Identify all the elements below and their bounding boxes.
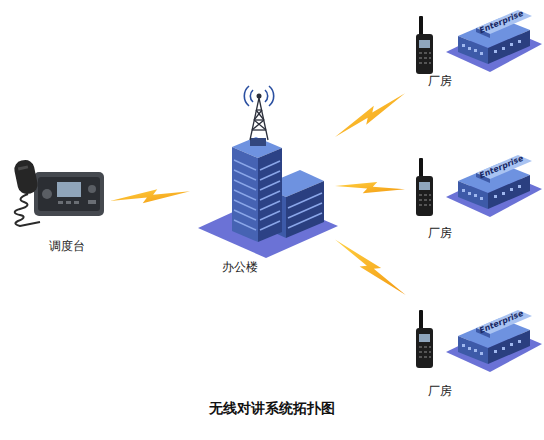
lightning-bolt: [335, 240, 406, 296]
node-label: 厂房: [395, 225, 485, 242]
wireless-link: [335, 93, 405, 137]
diagram-title: 无线对讲系统拓扑图: [0, 400, 544, 418]
wireless-link: [335, 240, 406, 296]
lightning-bolt: [335, 182, 405, 193]
lightning-bolt: [110, 189, 190, 203]
node-label: 办公楼: [195, 259, 285, 276]
lightning-bolt: [335, 93, 405, 137]
wireless-link: [110, 189, 190, 203]
illustrated-node: 办公楼: [190, 85, 335, 280]
node-label: 调度台: [22, 238, 112, 255]
wireless-link: [335, 182, 405, 193]
node-label: 厂房: [395, 73, 485, 90]
node-label: 厂房: [395, 383, 485, 400]
illustrated-node: 调度台: [5, 160, 110, 255]
